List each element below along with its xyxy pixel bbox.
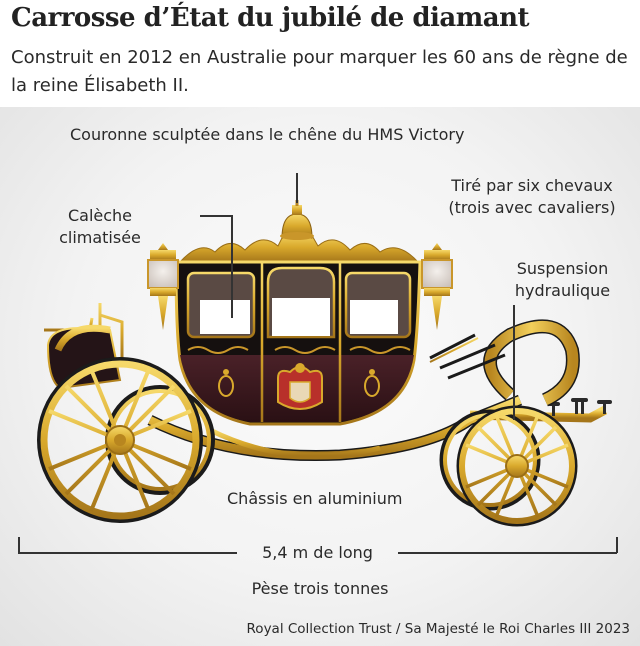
label-horses-line2: (trois avec cavaliers)	[448, 198, 616, 217]
coach-body	[174, 200, 422, 426]
label-suspension-line2: hydraulique	[514, 281, 611, 300]
window-right	[344, 271, 412, 339]
cabin-leader-line-h	[200, 215, 232, 217]
window-left	[186, 271, 256, 339]
label-cabin-line1: Calèche	[67, 206, 133, 225]
cypher-right-icon	[364, 369, 380, 397]
label-crown: Couronne sculptée dans le chêne du HMS V…	[70, 125, 465, 144]
crown-icon	[280, 200, 314, 240]
carriage-illustration	[37, 200, 612, 527]
label-suspension-line1: Suspension	[516, 259, 609, 278]
window-center	[266, 266, 336, 339]
label-cabin-line2: climatisée	[59, 228, 141, 247]
page-subtitle: Construit en 2012 en Australie pour marq…	[11, 47, 628, 96]
diagram-stage: Couronne sculptée dans le chêne du HMS V…	[0, 107, 640, 646]
front-wheel-icon	[456, 405, 578, 527]
lantern-left-icon	[147, 243, 179, 330]
header: Carrosse d’État du jubilé de diamant Con…	[0, 0, 640, 107]
label-cabin: Calèche climatisée	[40, 205, 160, 249]
cabin-leader-line-v	[231, 215, 233, 318]
label-suspension: Suspension hydraulique	[500, 258, 625, 302]
label-chassis: Châssis en aluminium	[227, 489, 403, 508]
lantern-right-icon	[421, 243, 453, 330]
wheel-icon	[37, 357, 203, 523]
label-horses: Tiré par six chevaux (trois avec cavalie…	[434, 175, 630, 219]
crown-leader-line	[296, 173, 298, 203]
length-bracket-right-line	[398, 552, 617, 554]
label-weight: Pèse trois tonnes	[251, 579, 389, 598]
coat-of-arms-icon	[277, 363, 323, 410]
suspension-leader-line	[513, 305, 515, 420]
label-horses-line1: Tiré par six chevaux	[451, 176, 613, 195]
label-length: 5,4 m de long	[262, 543, 373, 562]
length-bracket-right-tick	[616, 537, 618, 553]
page-title: Carrosse d’État du jubilé de diamant	[11, 3, 530, 33]
length-bracket-left-line	[18, 552, 237, 554]
image-credit: Royal Collection Trust / Sa Majesté le R…	[246, 621, 630, 637]
length-bracket-left-tick	[18, 537, 20, 553]
rear-seat	[44, 303, 124, 390]
cypher-left-icon	[218, 369, 234, 397]
